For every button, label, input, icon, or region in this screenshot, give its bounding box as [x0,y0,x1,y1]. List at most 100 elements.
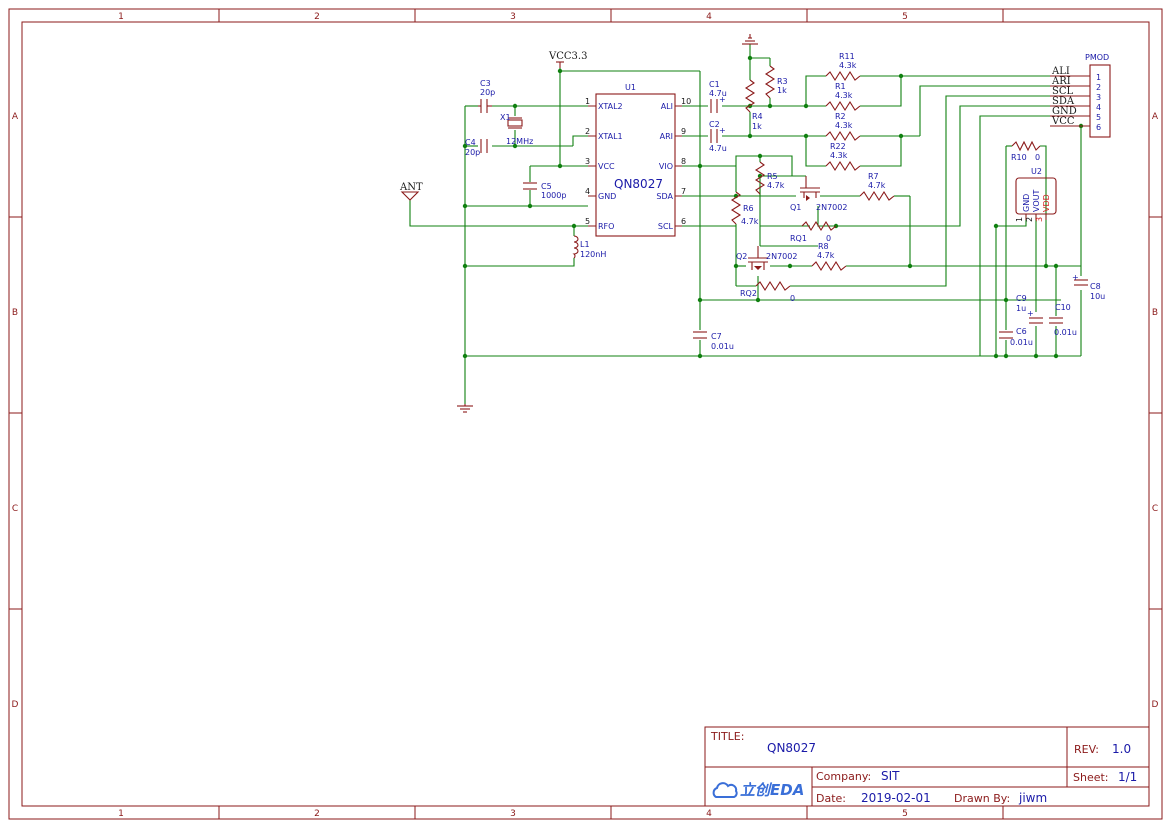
u1-pin-number: 10 [681,97,691,106]
row-labels-right: A B C D [1152,112,1159,710]
column-label: 5 [902,12,908,22]
capacitor-c2: + C2 4.7u [709,120,727,153]
capacitor-c9: + C9 1u [1016,294,1043,324]
c5-ref: C5 [541,182,552,191]
svg-text:+: + [719,126,726,135]
row-label: B [12,308,18,318]
c7-value: 0.01u [711,342,734,351]
row-label: B [1152,308,1158,318]
u1-pin-number: 9 [681,127,686,136]
resistor-r5: R5 4.7k [754,161,785,195]
pmod-pin-number: 5 [1096,113,1101,122]
r7-ref: R7 [868,172,879,181]
pmod-ref: PMOD [1085,53,1109,62]
c3-value: 20p [480,88,495,97]
resistor-r3: R3 1k [764,65,788,99]
mosfet-q1: Q1 2N7002 [790,176,847,212]
u2-ref: U2 [1031,167,1042,176]
row-label: C [1152,504,1158,514]
resistor-r22: R22 4.3k [825,142,861,172]
c10-ref: C10 [1055,303,1071,312]
column-labels-top: 1 2 3 4 5 [118,12,908,22]
resistor-r10: R10 0 [1011,140,1041,162]
c3-ref: C3 [480,79,491,88]
date-value: 2019-02-01 [861,791,931,805]
c9-ref: C9 [1016,294,1027,303]
c9-value: 1u [1016,304,1026,313]
u2-pin-number: 2 [1025,217,1034,222]
q1-ref: Q1 [790,203,801,212]
sheet-label: Sheet: [1073,771,1109,784]
capacitor-c10: C10 0.01u [1049,303,1077,337]
u1-pin-name: VCC [598,162,615,171]
row-label: A [1152,112,1159,122]
column-label: 5 [902,809,908,819]
r8-value: 4.7k [817,251,835,260]
row-label: C [12,504,18,514]
r2-ref: R2 [835,112,846,121]
c10-value: 0.01u [1054,328,1077,337]
svg-text:+: + [1027,309,1034,318]
r10-value: 0 [1035,153,1040,162]
pmod-net-label: VCC [1051,116,1075,127]
x1-ref: X1 [500,113,511,122]
c6-ref: C6 [1016,327,1027,336]
rq2-value: 0 [790,294,795,303]
l1-value: 120nH [580,250,606,259]
resistor-rq2: RQ2 0 [740,280,795,303]
column-label: 1 [118,12,124,22]
capacitor-c5: C5 1000p [523,182,566,200]
row-label: D [12,700,19,710]
pmod-connector: PMOD 1 2 3 4 5 6 ALI ARI SCL SDA GND VCC [1050,53,1111,138]
r5-value: 4.7k [767,181,785,190]
r7-value: 4.7k [868,181,886,190]
r5-ref: R5 [767,172,778,181]
c2-ref: C2 [709,120,720,129]
u1-pin-number: 6 [681,217,686,226]
c8-value: 10u [1090,292,1105,301]
r22-value: 4.3k [830,151,848,160]
u1-pin-number: 5 [585,217,590,226]
u2-pin-name: VDD [1042,194,1051,212]
u1-pin-name: RFO [598,222,614,231]
l1-ref: L1 [580,240,590,249]
r11-ref: R11 [839,52,855,61]
pmod-net-label: ARI [1051,76,1071,87]
inductor-l1: L1 120nH [572,235,606,259]
u2-pin-name: GND [1022,194,1031,212]
c4-ref: C4 [465,138,476,147]
pmod-pin-number: 3 [1096,93,1101,102]
mosfet-q2: Q2 2N7002 [736,246,797,270]
c5-value: 1000p [541,191,566,200]
crystal-x1: X1 12MHz [500,113,533,146]
u1-pin-name: XTAL1 [598,132,623,141]
antenna-symbol: ANT [399,182,423,201]
u1-pin-number: 8 [681,157,686,166]
r3-ref: R3 [777,77,788,86]
r8-ref: R8 [818,242,829,251]
u1-value: QN8027 [614,177,663,191]
u1-pin-name: SCL [658,222,674,231]
rq2-ref: RQ2 [740,289,757,298]
column-label: 4 [706,12,712,22]
row-labels-left: A B C D [12,112,19,710]
title-value: QN8027 [767,741,816,755]
rev-label: REV: [1074,743,1099,756]
c2-value: 4.7u [709,144,727,153]
capacitor-c4: C4 20p [465,138,488,157]
q2-value: 2N7002 [766,252,797,261]
ic-u1-qn8027: U1 QN8027 1 2 3 4 5 XTAL2 XTAL1 VCC GND … [585,83,691,237]
q1-value: 2N7002 [816,203,847,212]
r10-ref: R10 [1011,153,1027,162]
u1-pin-number: 1 [585,97,590,106]
capacitor-c1: + C1 4.7u [709,80,727,113]
date-label: Date: [816,792,846,805]
r2-value: 4.3k [835,121,853,130]
pmod-pin-number: 1 [1096,73,1101,82]
resistor-r8: R8 4.7k [811,242,847,272]
column-label: 1 [118,809,124,819]
c6-value: 0.01u [1010,338,1033,347]
antenna-label: ANT [399,182,423,193]
resistor-r1: R1 4.3k [825,82,861,112]
